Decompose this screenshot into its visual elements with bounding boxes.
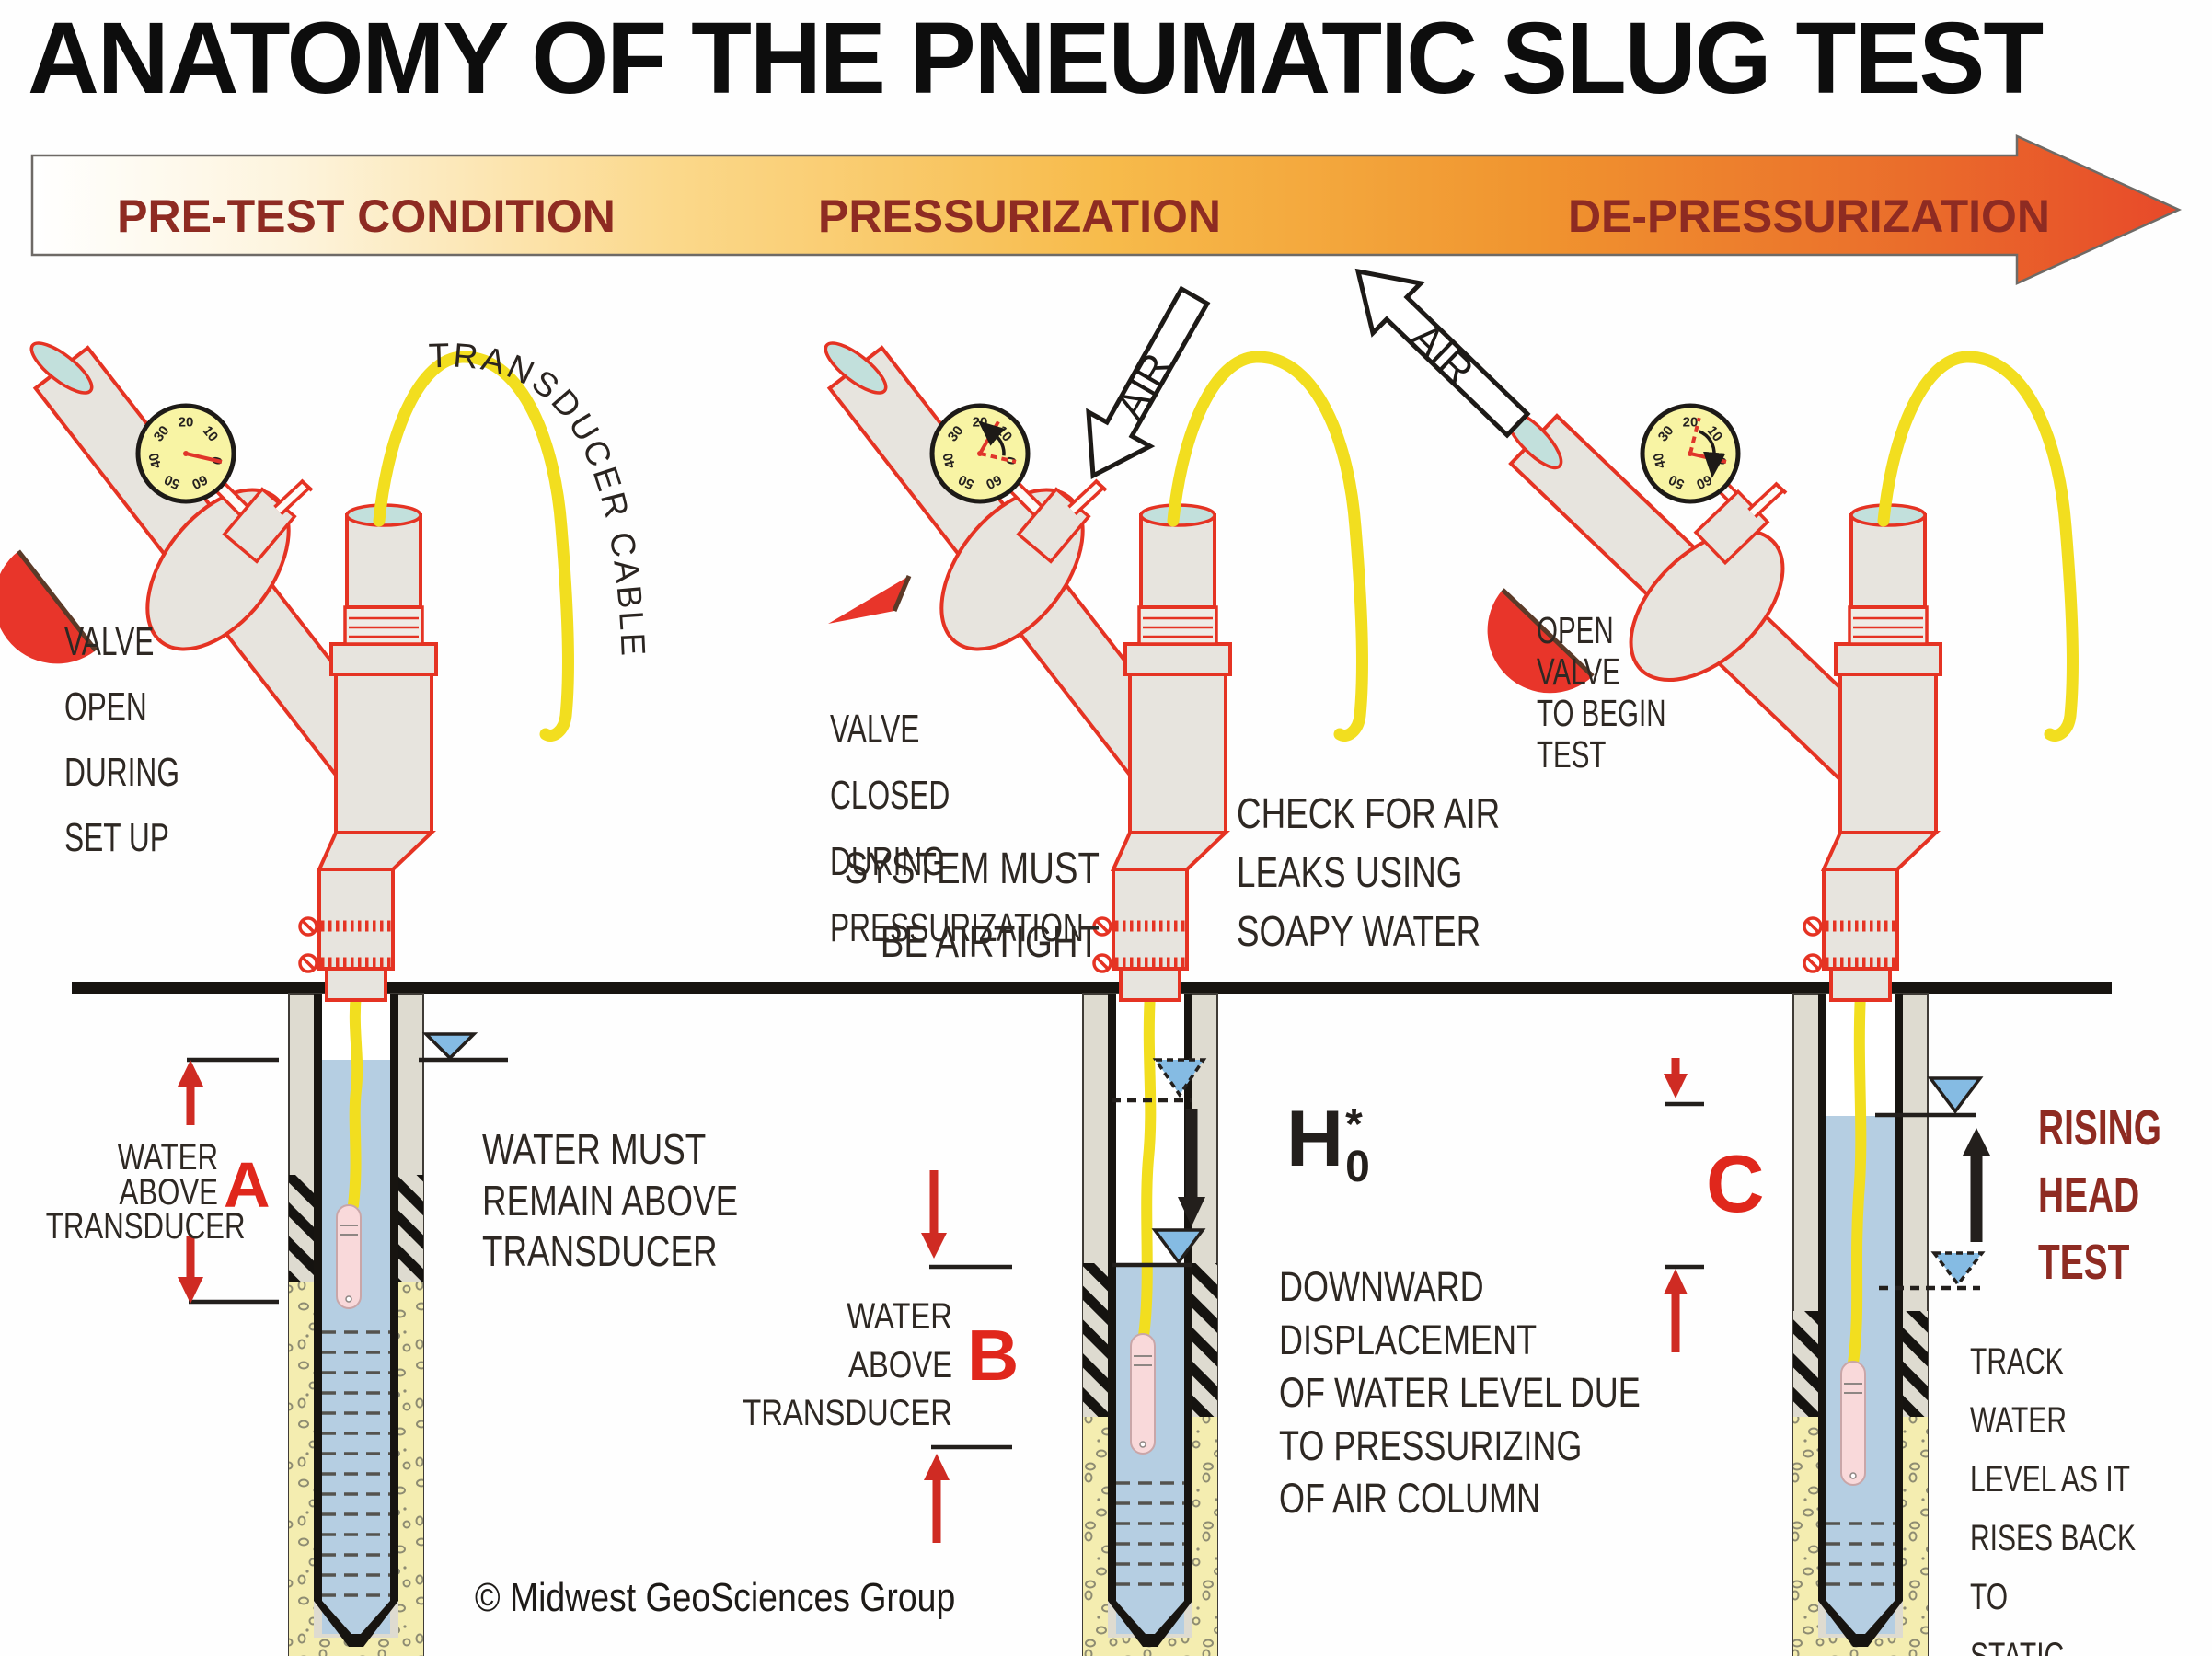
interval-lines <box>187 1057 1976 1450</box>
well-pressurization <box>1082 988 1218 1656</box>
well-screen <box>1116 1481 1184 1586</box>
gauge-needle <box>185 452 223 464</box>
pressure-gauge: 20 10 0 60 50 40 30 <box>1640 403 1741 504</box>
rising-head-heading: RISING HEAD TEST <box>2038 1100 2161 1290</box>
well-screen <box>322 1330 390 1597</box>
gauge-tick: 20 <box>1683 415 1699 431</box>
gauge-tick: 20 <box>179 415 194 431</box>
cable-label: TRANSDUCER CABLE <box>428 337 652 660</box>
gauge-tick: 40 <box>940 452 959 470</box>
well-depressurization <box>1792 988 1929 1656</box>
gauge-tick: 10 <box>200 423 222 445</box>
gauge-tick: 50 <box>956 471 976 492</box>
valve-handle-open <box>1487 590 1593 694</box>
water-level-marker <box>421 1032 478 1061</box>
displaced-level-marker <box>1930 1251 1986 1287</box>
well-pretest <box>288 988 424 1656</box>
static-level-marker <box>1152 1058 1207 1098</box>
stage-label-depressurization: DE-PRESSURIZATION <box>1567 190 2051 242</box>
gauge-tick: 30 <box>1655 423 1677 445</box>
valve-handle-closed <box>828 576 909 624</box>
gauge-tick: 20 <box>973 415 988 431</box>
head-change-arrows <box>1178 1109 1990 1242</box>
valve-closed-note: VALVE CLOSED DURING PRESSURIZATION <box>830 707 1084 950</box>
gauge-tick: 60 <box>984 471 1004 492</box>
airtight-note: SYSTEM MUST BE AIRTIGHT <box>844 845 1100 967</box>
gauge-tick: 40 <box>146 452 165 470</box>
gauge-tick: 0 <box>1002 455 1019 466</box>
gauge-tick: 30 <box>151 423 173 445</box>
interval-b-label: WATER ABOVE TRANSDUCER <box>743 1296 952 1433</box>
water-must-note: WATER MUST REMAIN ABOVE TRANSDUCER <box>482 1125 739 1275</box>
wellhead-depressurization <box>1487 357 2073 1000</box>
stage-label-pretest: PRE-TEST CONDITION <box>117 190 616 242</box>
open-valve-note: OPEN VALVE TO BEGIN TEST <box>1537 609 1666 776</box>
needle-fall-arrow <box>1698 430 1726 478</box>
gauge-tick: 60 <box>190 471 210 492</box>
gauge-tick: 50 <box>1666 471 1687 492</box>
copyright: © Midwest GeoSciences Group <box>475 1575 956 1620</box>
valve-open-note: VALVE OPEN DURING SET UP <box>64 619 179 860</box>
air-leaks-note: CHECK FOR AIR LEAKS USING SOAPY WATER <box>1237 789 1501 955</box>
gauge-tick: 50 <box>162 471 182 492</box>
gauge-tick: 40 <box>1651 452 1669 470</box>
air-out-arrow: AIR <box>1354 268 1531 439</box>
interval-letter-a: A <box>224 1149 271 1221</box>
needle-rise-arrow <box>977 420 1006 456</box>
interval-letter-c: C <box>1706 1138 1765 1229</box>
transducer <box>336 1204 362 1309</box>
static-level-marker <box>1927 1076 1984 1114</box>
transducer <box>1840 1361 1866 1486</box>
water-level-marker <box>1151 1228 1206 1265</box>
pressure-gauge: 20 10 0 60 50 40 30 <box>929 403 1031 504</box>
gauge-tick: 30 <box>945 423 967 445</box>
track-water-note: TRACK WATER LEVEL AS IT RISES BACK TO ST… <box>1970 1341 2137 1656</box>
measurement-arrows <box>178 1058 1688 1543</box>
interval-a-label: WATER ABOVE TRANSDUCER <box>45 1137 246 1247</box>
valve-handle-open <box>0 551 96 664</box>
stage-label-pressurization: PRESSURIZATION <box>818 190 1221 242</box>
wellhead-pretest <box>0 341 568 1000</box>
page-title: ANATOMY OF THE PNEUMATIC SLUG TEST <box>28 2 2044 115</box>
ground-surface <box>72 982 2112 994</box>
pressure-gauge: 20 10 0 60 50 40 30 <box>135 403 236 504</box>
wellhead-pressurization <box>824 341 1363 1000</box>
interval-letter-b: B <box>967 1315 1020 1396</box>
well-screen <box>1826 1522 1895 1586</box>
timeline-arrow-banner <box>30 134 2183 285</box>
gauge-needle-previous <box>979 452 1017 464</box>
displacement-note: DOWNWARD DISPLACEMENT OF WATER LEVEL DUE… <box>1279 1263 1641 1522</box>
initial-head-symbol: H * 0 <box>1286 1095 1370 1191</box>
transducer <box>1130 1333 1156 1455</box>
gauge-needle-previous <box>1688 417 1701 454</box>
